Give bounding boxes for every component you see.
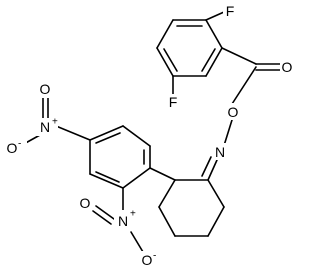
bond [205,47,223,77]
atom-label: O [80,195,91,211]
atom-label: N [40,119,50,135]
bond [122,167,151,189]
dinitrophenyl-ring [89,125,151,189]
bond-n-o-double-2 [92,210,112,225]
bond [89,125,124,141]
bond [158,179,176,208]
charge-plus: + [52,117,58,128]
atom-label: O [40,81,51,97]
atom-label: N [118,213,128,229]
bond [156,47,174,77]
atom-imine-nitrogen: N [212,143,228,160]
bond [89,173,124,189]
bond [207,206,225,237]
atom-carbonyl-oxygen: O [280,58,294,75]
bond-c-n-double-1 [207,159,218,181]
aromatic-bond [95,132,121,144]
charge-minus: - [18,139,21,150]
bond [156,19,174,49]
atom-label: N [215,144,225,160]
atom-label: F [226,3,235,19]
charge-minus: - [153,251,156,262]
atom-ester-oxygen: O [226,103,240,120]
atom-fluorine-top: F [223,3,237,20]
bond-c-n-double-2 [201,156,212,177]
atom-label: F [169,94,178,110]
nitro-group-bottom: N + O O - [78,195,162,269]
atom-label: O [7,140,18,156]
difluorophenyl-ring [156,19,223,77]
bond [158,206,176,237]
bond-ring-nitro-left [55,125,91,141]
bond [122,125,151,147]
bond-carbonyl-ester-o [231,66,257,105]
aromatic-bond [201,48,216,72]
atom-label: O [282,59,293,75]
aromatic-bond [95,171,120,183]
bond-c-f-top [205,11,225,21]
cyclohexane-ring [158,179,225,237]
bond-ring-carbonyl [221,47,257,65]
bond-n-o-double-1 [95,205,115,220]
aromatic-bond [163,48,178,72]
atom-label: O [228,104,239,120]
bond-n-o-single [130,231,144,253]
bond-cyclohexyl-aryl [149,167,176,181]
atom-label: O [142,252,153,268]
bond [205,19,223,49]
charge-plus: + [130,209,136,220]
atom-fluorine-bottom: F [166,94,180,111]
chemical-structure: F F O O N N + O O - N + O O - [5,3,294,269]
nitro-group-left: N + O O - [5,81,58,157]
bond [207,179,225,208]
